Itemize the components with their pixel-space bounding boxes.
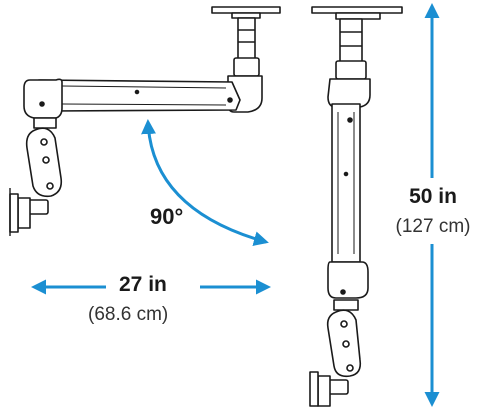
post-collar xyxy=(335,60,367,80)
ceiling-plate-collar xyxy=(335,12,381,20)
vesa-mount-edge xyxy=(309,371,319,407)
vertical-arm xyxy=(331,103,361,263)
vesa-mount-edge xyxy=(9,193,19,233)
vertical-post xyxy=(339,18,363,64)
elbow-joint xyxy=(327,261,369,299)
height-metric-label: (127 cm) xyxy=(395,216,471,237)
width-metric-label: (68.6 cm) xyxy=(88,304,169,325)
drop-hinge xyxy=(33,117,57,129)
height-imperial-label: 50 in xyxy=(409,185,457,208)
vertical-post xyxy=(237,17,256,61)
rotation-angle-label: 90° xyxy=(150,204,184,229)
rotation-arrow xyxy=(141,119,269,246)
vertical-arm-illustration xyxy=(309,6,403,407)
vesa-plate xyxy=(317,375,331,407)
post-collar xyxy=(233,57,260,77)
horizontal-arm-illustration xyxy=(9,6,281,236)
horizontal-arm xyxy=(33,79,241,112)
elbow-joint xyxy=(23,78,63,119)
width-imperial-label: 27 in xyxy=(119,273,167,296)
monitor-adapter xyxy=(327,379,349,395)
ceiling-plate xyxy=(311,6,403,14)
vesa-plate xyxy=(17,197,31,229)
ceiling-plate xyxy=(211,6,281,14)
shoulder-joint xyxy=(327,78,371,108)
drop-hinge xyxy=(333,299,359,311)
monitor-adapter xyxy=(27,199,49,215)
